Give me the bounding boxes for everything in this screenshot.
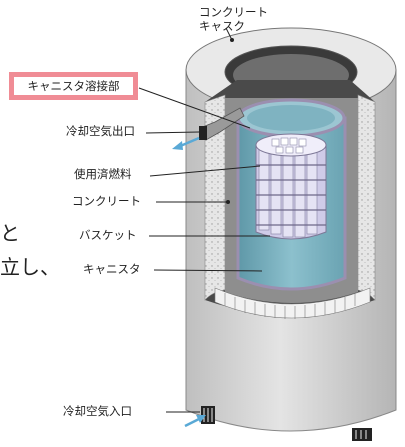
label-cooling-air-outlet: 冷却空気出口 xyxy=(66,124,135,138)
leader-lines xyxy=(138,27,270,413)
label-basket: バスケット xyxy=(79,228,137,242)
label-canister-weld-highlight: キャニスタ溶接部 xyxy=(9,72,138,100)
label-concrete-cask-line2: キャスク xyxy=(199,19,245,33)
label-cooling-air-inlet: 冷却空気入口 xyxy=(63,404,132,418)
background-text-line2: 立し、 xyxy=(0,255,60,279)
label-canister: キャニスタ xyxy=(83,262,141,276)
callout-dot xyxy=(226,200,230,204)
label-concrete-cask-line1: コンクリート xyxy=(199,5,268,19)
basket-with-spent-fuel xyxy=(255,133,327,240)
callout-dot xyxy=(230,38,234,42)
label-concrete: コンクリート xyxy=(72,194,141,208)
label-canister-weld: キャニスタ溶接部 xyxy=(27,79,120,93)
inlet-vent xyxy=(201,406,372,441)
label-spent-fuel: 使用済燃料 xyxy=(74,167,132,181)
outlet-duct xyxy=(199,107,245,141)
air-flow-arrows xyxy=(172,136,206,428)
background-text-line1: と xyxy=(0,221,20,245)
